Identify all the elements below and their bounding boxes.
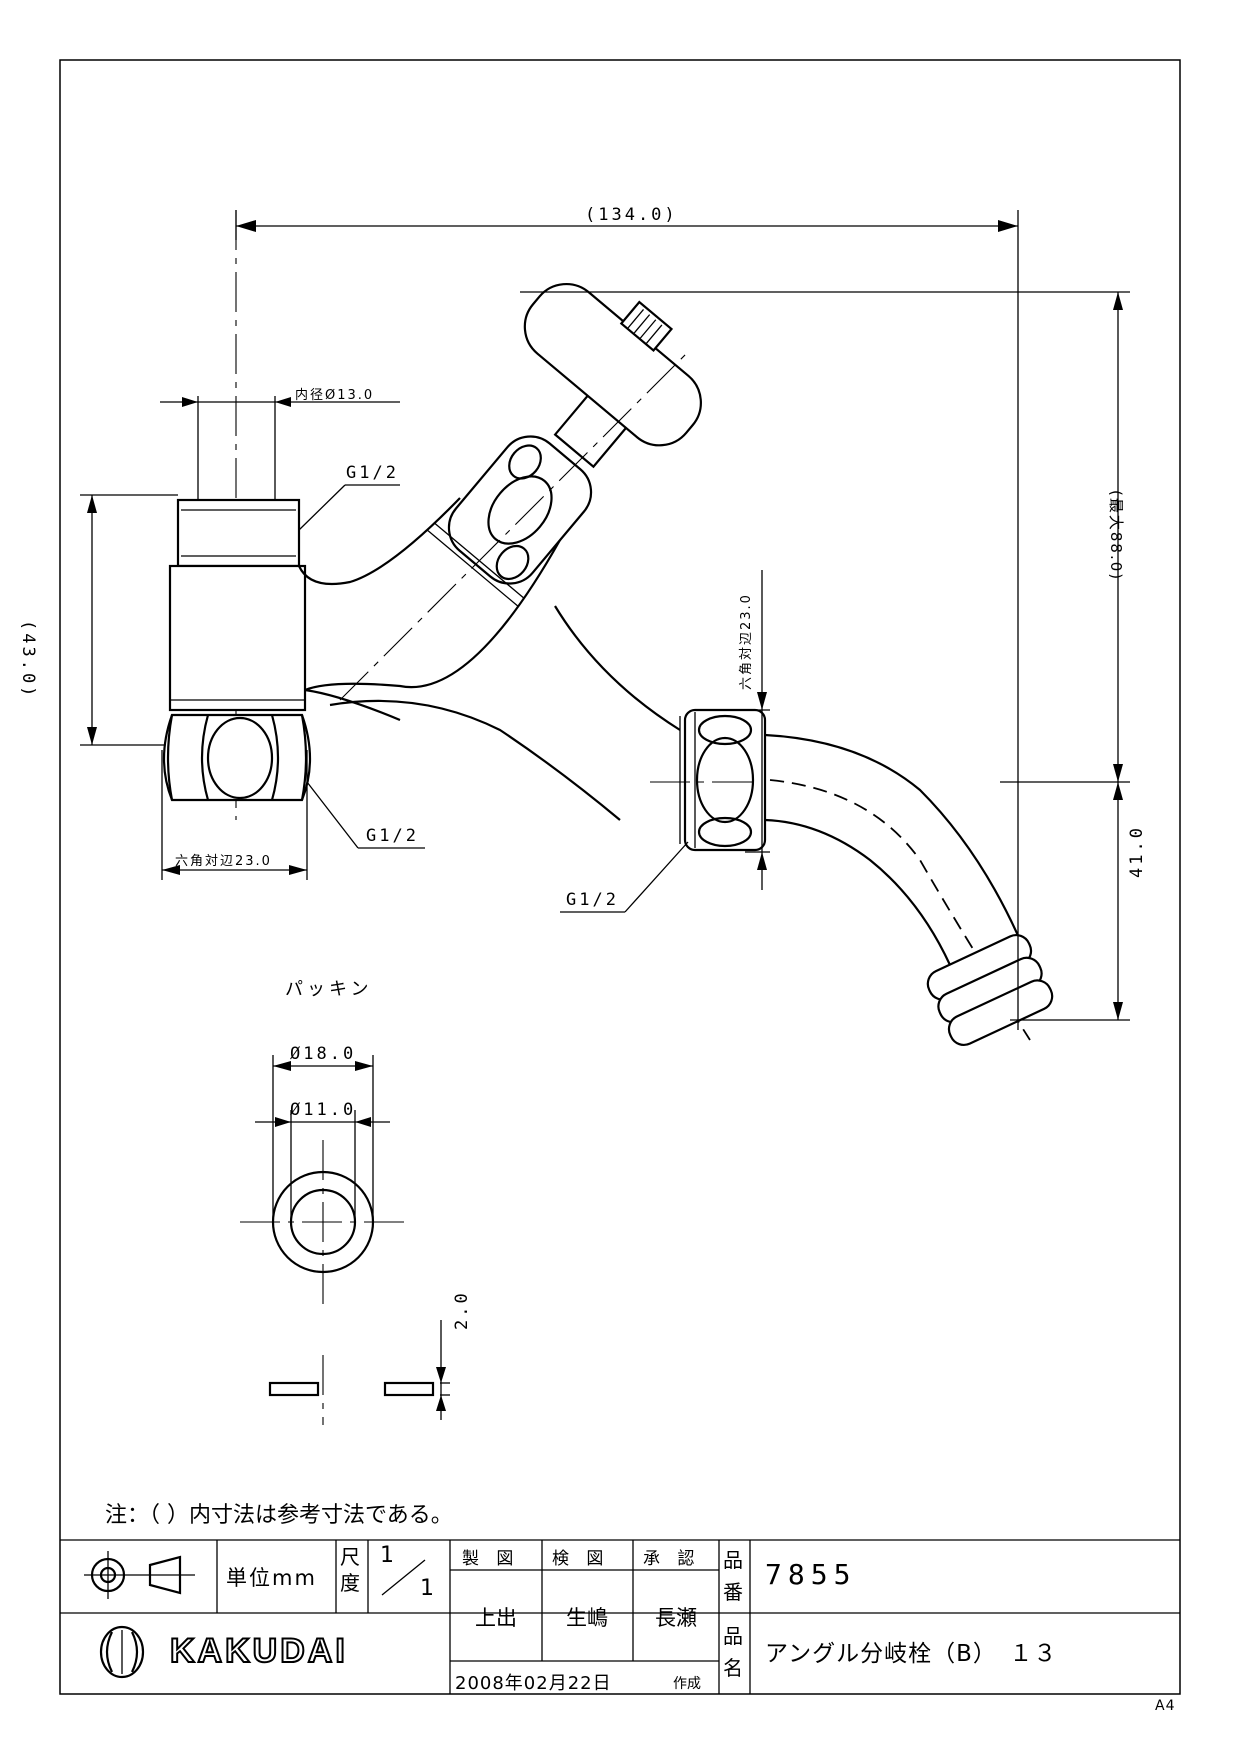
dim-spout-height: 41.0 bbox=[1127, 825, 1147, 878]
sheet-size: A4 bbox=[1155, 1698, 1176, 1714]
projection-symbol-icon bbox=[84, 1551, 195, 1599]
dim-thread-bottom: G1/2 bbox=[366, 826, 419, 846]
checked-header: 検 図 bbox=[552, 1549, 610, 1569]
packing-detail bbox=[240, 1055, 450, 1425]
kakudai-logo-icon bbox=[99, 1625, 145, 1679]
dim-max-height: (最大88.0) bbox=[1107, 490, 1125, 582]
faucet-drawing bbox=[162, 210, 1054, 1046]
part-no: 7855 bbox=[765, 1558, 857, 1591]
dim-thread-right: G1/2 bbox=[566, 890, 619, 910]
date-suffix: 作成 bbox=[673, 1676, 701, 1692]
dim-packing-inner: Ø11.0 bbox=[290, 1100, 357, 1120]
scale-denominator: 1 bbox=[420, 1576, 434, 1601]
packing-label: パッキン bbox=[285, 979, 373, 1000]
dim-inner-diameter: 内径Ø13.0 bbox=[295, 388, 375, 403]
dim-height-left: (43.0) bbox=[18, 620, 38, 700]
title-block bbox=[60, 1539, 1180, 1694]
part-name-label: 品名 bbox=[723, 1624, 743, 1680]
approved-header: 承 認 bbox=[643, 1549, 701, 1569]
unit-label: 単位mm bbox=[226, 1566, 317, 1590]
dimension-lines bbox=[80, 210, 1130, 1030]
scale-numerator: 1 bbox=[380, 1543, 394, 1568]
dim-overall-width: (134.0) bbox=[585, 205, 678, 225]
sheet-border bbox=[59, 59, 1181, 1695]
dim-packing-thickness: 2.0 bbox=[452, 1290, 472, 1330]
dim-hex-right: 六角対辺23.0 bbox=[739, 593, 754, 690]
date: 2008年02月22日 bbox=[455, 1673, 612, 1694]
dim-packing-outer: Ø18.0 bbox=[290, 1044, 357, 1064]
dim-thread-top: G1/2 bbox=[346, 463, 399, 483]
approved-by: 長瀬 bbox=[655, 1606, 697, 1630]
dim-hex-left: 六角対辺23.0 bbox=[175, 854, 272, 869]
checked-by: 生嶋 bbox=[566, 1606, 608, 1630]
note-text: 注：（ ）内寸法は参考寸法である。 bbox=[105, 1503, 453, 1528]
part-name: アングル分岐栓（B） １３ bbox=[765, 1641, 1058, 1667]
part-no-label: 品番 bbox=[723, 1548, 743, 1604]
drawn-header: 製 図 bbox=[462, 1549, 520, 1569]
company-name: KAKUDAI bbox=[169, 1631, 348, 1671]
drawn-by: 上出 bbox=[475, 1606, 517, 1630]
scale-label: 尺度 bbox=[340, 1545, 360, 1595]
